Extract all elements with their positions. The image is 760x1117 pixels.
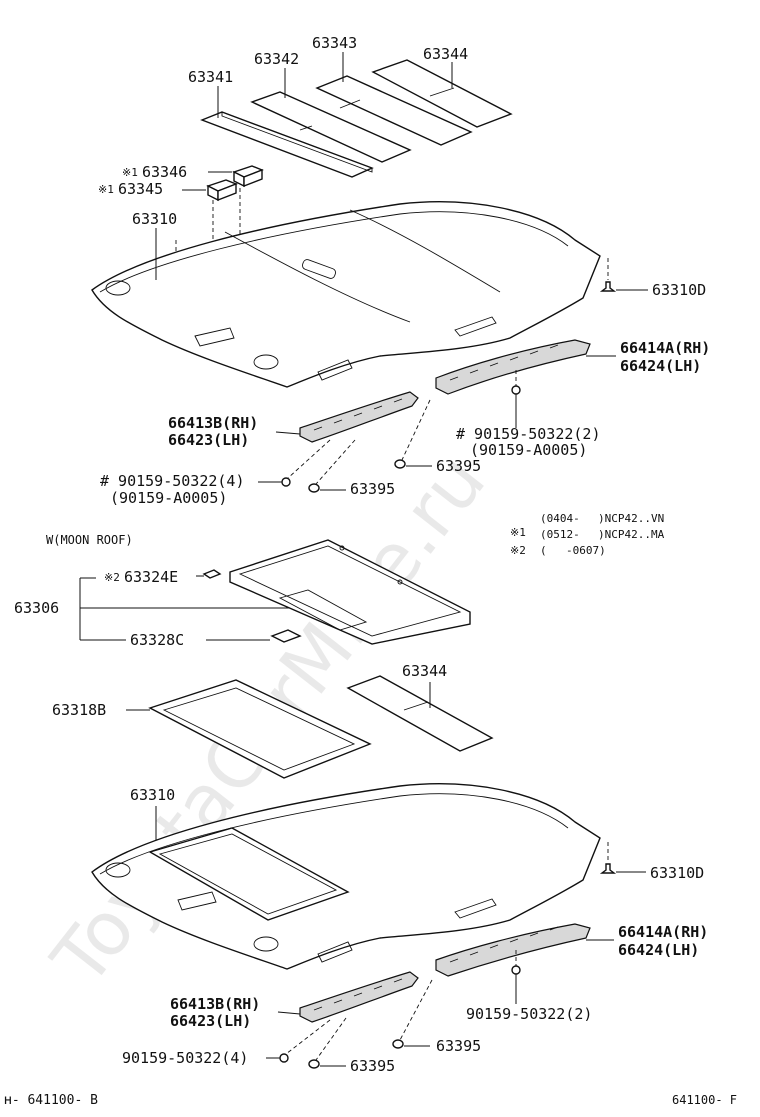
screw-lh-top [258,439,331,487]
mark-2: ※2 [104,571,120,584]
clip-63395-bot-l [308,1017,347,1069]
clip-63310D-top [599,258,648,292]
headliner-63310-bot [91,783,601,970]
label-63395-bot-r: 63395 [436,1037,481,1055]
clip-63395-top-r [394,399,432,469]
label-bolt-lh-top: # 90159-50322(4) [100,472,245,490]
label-bolt-rh-bot: 90159-50322(2) [466,1005,592,1023]
note-mark-1: ※1 [510,526,526,539]
clip-63395-top-l [308,439,356,493]
pad-63343 [315,75,473,146]
section-moon-roof: W(MOON ROOF) [46,533,133,547]
note-model-3: -0607) [566,544,606,557]
note-mark-2: ※2 [510,544,526,557]
label-63310D-bot: 63310D [650,864,704,882]
pad-63346 [232,165,264,188]
footer-left: ʜ- 641100- B [4,1093,98,1108]
mark-1a: ※1 [122,166,138,179]
note-range-3: ( [540,544,547,557]
label-bolt-lh-top-alt: (90159-A0005) [110,489,227,507]
clip-63324E [202,569,222,579]
clip-63310D-bot [599,842,646,874]
label-66424-top: 66424(LH) [620,357,701,375]
clip-63395-bot-r [392,979,433,1049]
label-63310D-top: 63310D [652,281,706,299]
label-63306: 63306 [14,599,59,617]
label-63344-bot: 63344 [402,662,447,680]
screw-rh-top [511,370,521,428]
label-66423-bot: 66423(LH) [170,1012,251,1030]
label-63345: 63345 [118,180,163,198]
label-63341: 63341 [188,68,233,86]
note-model-2: )NCP42..MA [598,528,665,541]
headliner-63310-top [91,201,601,388]
note-model-1: )NCP42..VN [598,512,664,525]
label-63395-top-l: 63395 [350,480,395,498]
label-66423-top: 66423(LH) [168,431,249,449]
label-63310-top: 63310 [132,210,177,228]
screw-rh-bot [511,950,521,1004]
label-63324E: 63324E [124,568,178,586]
label-66424-bot: 66424(LH) [618,941,699,959]
label-bolt-rh-top-alt: (90159-A0005) [470,441,587,459]
panel-63306 [229,539,471,645]
label-63395-top-r: 63395 [436,457,481,475]
label-63346: 63346 [142,163,187,181]
label-63328C: 63328C [130,631,184,649]
label-66413B-top: 66413B(RH) [168,414,258,432]
label-66414A-bot: 66414A(RH) [618,923,708,941]
screw-lh-bot [266,1019,331,1063]
bracket-66414A-top [435,339,616,395]
mark-1b: ※1 [98,183,114,196]
label-63310-bot: 63310 [130,786,175,804]
pad-63345 [206,179,238,202]
pad-63342 [250,91,412,163]
bracket-66413B-bot [299,971,419,1023]
label-63395-bot-l: 63395 [350,1057,395,1075]
note-range-2: (0512- [540,528,580,541]
note-range-1: (0404- [540,512,580,525]
label-66413B-bot: 66413B(RH) [170,995,260,1013]
footer-right: 641100- F [672,1093,737,1107]
lamp-63328C [270,629,302,643]
label-63318B: 63318B [52,701,106,719]
pad-63344-top [371,59,513,128]
label-63343: 63343 [312,34,357,52]
label-bolt-rh-top: # 90159-50322(2) [456,425,601,443]
label-bolt-lh-bot: 90159-50322(4) [122,1049,248,1067]
label-63342: 63342 [254,50,299,68]
notes-block: ※1 (0404- )NCP42..VN (0512- )NCP42..MA ※… [510,512,665,557]
bracket-66414A-bot [435,923,614,977]
label-63344-top: 63344 [423,45,468,63]
frame-63318B [148,679,372,779]
pad-63344-bot [346,675,494,752]
pad-63341 [200,111,374,178]
label-66414A-top: 66414A(RH) [620,339,710,357]
bracket-66413B-top [299,391,419,443]
